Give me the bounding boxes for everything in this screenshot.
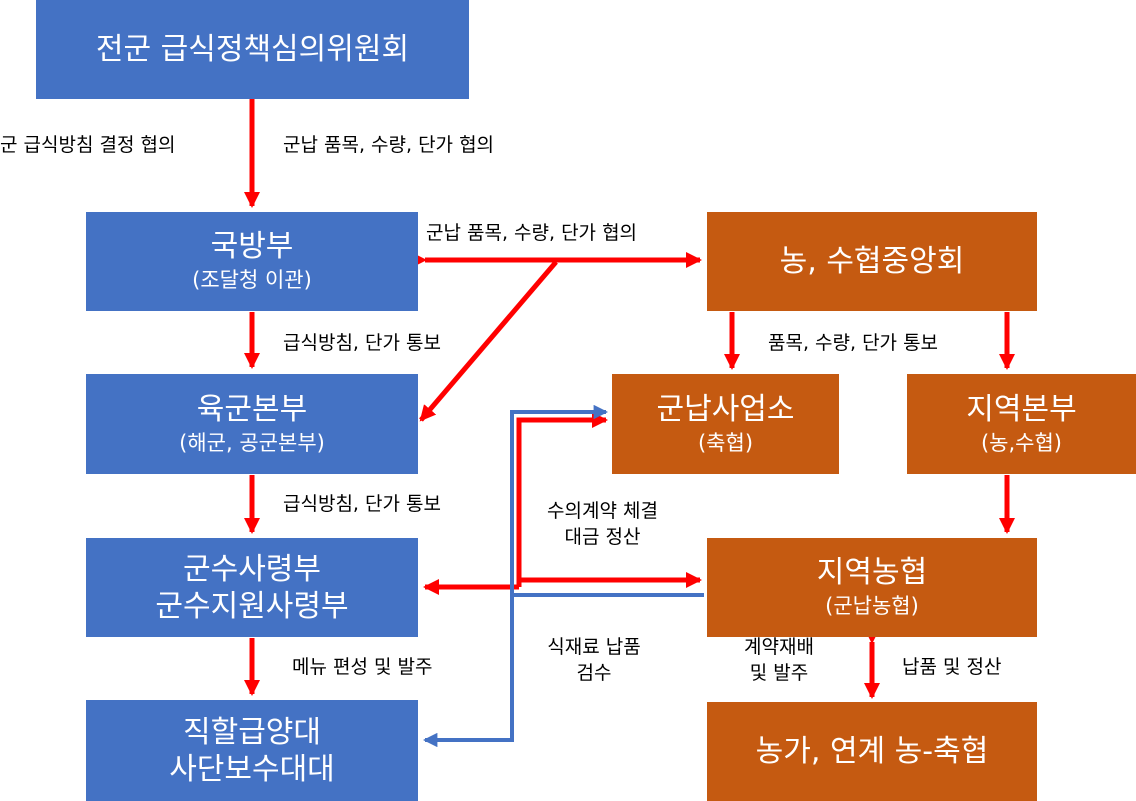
supply-office-subtitle: (축협) xyxy=(697,430,754,455)
regional-hq-title: 지역본부 xyxy=(966,391,1077,427)
label-contract-line1: 수의계약 체결 xyxy=(547,500,658,522)
army-title: 육군본부 xyxy=(196,391,308,427)
label-contract-farming-line1: 계약재배 xyxy=(744,636,814,658)
arrow-supply-delivery xyxy=(422,410,606,748)
label-policy-notice-1: 급식방침, 단가 통보 xyxy=(283,332,441,354)
nacf-title: 농, 수협중앙회 xyxy=(779,244,965,279)
local-coop-box: 지역농협 (군납농협) xyxy=(707,538,1037,637)
nacf-box: 농, 수협중앙회 xyxy=(707,212,1037,311)
farmers-box: 농가, 연계 농-축협 xyxy=(707,702,1037,801)
label-delivery-line1: 식재료 납품 xyxy=(547,636,641,658)
mnd-title: 국방부 xyxy=(210,229,294,264)
label-item-consult-top: 군납 품목, 수량, 단가 협의 xyxy=(283,134,495,156)
logistics-box: 군수사령부 군수지원사령부 xyxy=(86,538,418,637)
mnd-subtitle: (조달청 이관) xyxy=(192,268,312,292)
army-subtitle: (해군, 공군본부) xyxy=(179,430,325,455)
regional-hq-subtitle: (농,수협) xyxy=(980,430,1063,455)
mnd-box: 국방부 (조달청 이관) xyxy=(86,212,418,311)
regional-hq-box: 지역본부 (농,수협) xyxy=(907,374,1136,474)
supply-office-title: 군납사업소 xyxy=(656,391,795,427)
army-box: 육군본부 (해군, 공군본부) xyxy=(86,374,418,474)
label-contract-farming-line2: 및 발주 xyxy=(749,662,809,684)
label-item-notice: 품목, 수량, 단가 통보 xyxy=(768,332,939,354)
local-coop-title: 지역농협 xyxy=(816,555,928,590)
unit-title-2: 사단보수대대 xyxy=(169,751,335,787)
unit-box: 직할급양대 사단보수대대 xyxy=(86,700,418,801)
label-policy-consult: 군 급식방침 결정 협의 xyxy=(0,134,176,156)
logistics-title-1: 군수사령부 xyxy=(183,551,321,587)
arrow-diagonal-to-army xyxy=(419,260,558,422)
label-delivery-line2: 검수 xyxy=(576,662,612,684)
logistics-title-2: 군수지원사령부 xyxy=(155,588,349,624)
label-contract: 수의계약 체결 대금 정산 xyxy=(530,498,675,550)
arrow-contract-to-supply xyxy=(516,411,609,587)
farmers-title: 농가, 연계 농-축협 xyxy=(755,734,989,769)
committee-title: 전군 급식정책심의위원회 xyxy=(95,32,410,67)
label-contract-line2: 대금 정산 xyxy=(564,526,641,548)
label-contract-farming: 계약재배 및 발주 xyxy=(724,634,834,686)
committee-box: 전군 급식정책심의위원회 xyxy=(36,0,469,99)
label-item-consult-mid: 군납 품목, 수량, 단가 협의 xyxy=(426,222,638,244)
local-coop-subtitle: (군납농협) xyxy=(825,594,919,618)
supply-office-box: 군납사업소 (축협) xyxy=(612,374,839,474)
label-menu-order: 메뉴 편성 및 발주 xyxy=(292,656,433,678)
label-delivery: 식재료 납품 검수 xyxy=(530,634,658,686)
label-delivery-settlement: 납품 및 정산 xyxy=(902,656,1002,678)
label-policy-notice-2: 급식방침, 단가 통보 xyxy=(283,493,441,515)
arrow-contract-to-coop xyxy=(516,571,703,588)
unit-title-1: 직할급양대 xyxy=(183,714,321,750)
